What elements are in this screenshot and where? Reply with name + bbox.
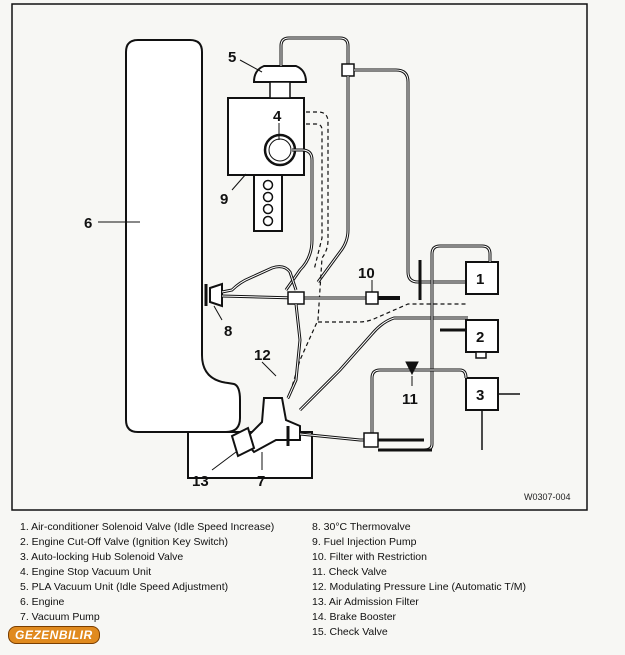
hose-to-valve-2-inner (299, 317, 468, 411)
leader-9 (231, 173, 247, 191)
legend-left-column: 1. Air-conditioner Solenoid Valve (Idle … (20, 520, 274, 625)
hose-to-valve-3-inner (371, 369, 467, 441)
callout-13: 13 (192, 473, 209, 490)
legend-item: 4. Engine Stop Vacuum Unit (20, 566, 152, 578)
hose-tee-down-inner (317, 76, 349, 283)
plunger-4 (262, 215, 274, 227)
legend-item: 14. Brake Booster (312, 611, 397, 623)
hose-tee-to-valve-1-inner (354, 69, 466, 283)
engine-cut-off-valve-port (475, 351, 487, 359)
legend-item: 11. Check Valve (312, 566, 387, 578)
plunger-3 (262, 203, 274, 215)
auto-locking-hub-solenoid-valve (465, 377, 499, 411)
callout-1: 1 (476, 271, 484, 288)
legend-item: 8. 30°C Thermovalve (312, 521, 411, 533)
leader-5 (239, 59, 263, 73)
engine-cut-off-valve (465, 319, 499, 353)
callout-8: 8 (224, 323, 232, 340)
legend-item: 12. Modulating Pressure Line (Automatic … (312, 581, 526, 593)
thermovalve-30c (209, 282, 223, 308)
legend-item: 13. Air Admission Filter (312, 596, 419, 608)
pump-plunger-housing (253, 174, 283, 232)
diagram-frame (11, 3, 588, 511)
hose-thermovalve-up-inner (221, 266, 297, 293)
hose-pump-right-inner (285, 149, 313, 291)
callout-9: 9 (220, 191, 228, 208)
plunger-1 (262, 179, 274, 191)
air-admission-filter (230, 426, 256, 458)
hose-tee-down (316, 76, 350, 283)
callout-4: 4 (273, 108, 282, 125)
plunger-2 (262, 191, 274, 203)
pla-vacuum-unit-stem (269, 81, 291, 99)
callout-7: 7 (257, 473, 265, 490)
legend-item: 10. Filter with Restriction (312, 551, 427, 563)
engine-stop-vacuum-unit-inner (268, 138, 292, 162)
legend-item: 9. Fuel Injection Pump (312, 536, 417, 548)
legend-item: 15. Check Valve (312, 626, 388, 638)
bottom-tee-fitting (363, 432, 379, 448)
legend-item: 5. PLA Vacuum Unit (Idle Speed Adjustmen… (20, 581, 229, 593)
legend-item: 7. Vacuum Pump (20, 611, 100, 623)
hose-to-valve-3 (370, 368, 468, 442)
modulating-pressure-line-3 (318, 303, 468, 323)
hose-diag-to-tee-inner (287, 303, 301, 399)
ac-solenoid-valve (465, 261, 499, 295)
leader-12 (261, 361, 277, 377)
check-valve (405, 361, 419, 376)
hose-pla-to-tee-inner (280, 37, 349, 70)
top-tee-fitting (341, 63, 355, 77)
filter-with-restriction (365, 291, 379, 305)
callout-10: 10 (358, 265, 375, 282)
modulating-pressure-line (287, 111, 329, 401)
legend-right-column: 8. 30°C Thermovalve 9. Fuel Injection Pu… (312, 520, 526, 640)
modulating-pressure-line-2 (306, 123, 323, 271)
callout-2: 2 (476, 329, 484, 346)
fuel-injection-pump (227, 97, 305, 176)
callout-6: 6 (84, 215, 92, 232)
figure-id: W0307-004 (524, 492, 571, 502)
legend-item: 2. Engine Cut-Off Valve (Ignition Key Sw… (20, 536, 228, 548)
hose-to-valve-2 (298, 316, 468, 412)
callout-3: 3 (476, 387, 484, 404)
callout-11: 11 (402, 391, 418, 408)
legend-item: 3. Auto-locking Hub Solenoid Valve (20, 551, 184, 563)
watermark-logo: GEZENBILIR (8, 626, 100, 644)
pla-vacuum-unit (252, 65, 308, 83)
leader-13 (211, 451, 237, 471)
tee-fitting-mid (287, 291, 305, 305)
legend-item: 6. Engine (20, 596, 65, 608)
callout-12: 12 (254, 347, 271, 364)
hose-thermovalve-up (221, 265, 298, 294)
leader-8 (213, 305, 223, 321)
hose-tee-to-valve-1 (354, 68, 466, 284)
legend-item: 1. Air-conditioner Solenoid Valve (Idle … (20, 521, 275, 533)
engine-outline (125, 39, 241, 433)
vacuum-system-diagram: 1 2 3 4 5 6 7 8 9 10 11 12 13 W0307-004 (11, 3, 588, 511)
callout-5: 5 (228, 49, 236, 66)
hose-valve-1-loop-inner (423, 245, 491, 451)
